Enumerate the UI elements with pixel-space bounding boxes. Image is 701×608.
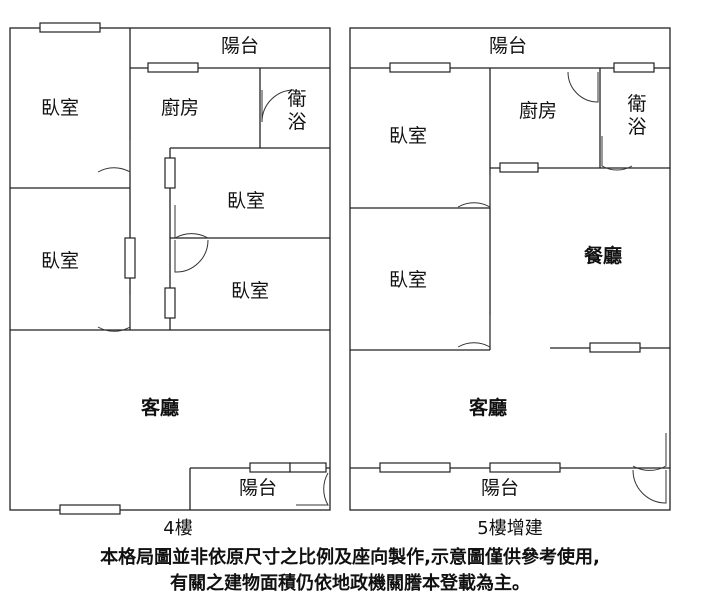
- plan-4f-windows: [39, 22, 327, 515]
- label-5f-bath-1: 衛: [627, 93, 646, 115]
- label-5f-balcony-bottom: 陽台: [481, 477, 519, 499]
- plan-4f: 陽台 臥室 廚房 衛 浴 臥室 臥室 臥室 客廳 陽台 4樓: [9, 22, 331, 539]
- plan-5f-labels: 陽台 臥室 廚房 衛 浴 餐廳 臥室 客廳 陽台: [389, 35, 647, 499]
- label-5f-living-room: 客廳: [469, 396, 507, 419]
- label-4f-kitchen: 廚房: [161, 96, 199, 119]
- caption-5f: 5樓增建: [477, 518, 542, 539]
- plan-5f: 陽台 臥室 廚房 衛 浴 餐廳 臥室 客廳 陽台 5樓增建: [349, 27, 671, 539]
- label-4f-bath-2: 浴: [287, 111, 306, 133]
- label-5f-dining-room: 餐廳: [584, 244, 622, 267]
- disclaimer-line-1: 本格局圖並非依原尺寸之比例及座向製作,示意圖僅供參考使用,: [100, 546, 600, 568]
- label-4f-balcony-bottom: 陽台: [239, 477, 277, 499]
- label-5f-bath-2: 浴: [627, 116, 646, 138]
- label-5f-bedroom-upper: 臥室: [389, 125, 427, 147]
- label-4f-living-room: 客廳: [141, 396, 179, 419]
- label-4f-bedroom-center-lower: 臥室: [231, 280, 269, 302]
- label-4f-bedroom-top-left: 臥室: [41, 97, 79, 119]
- plan-5f-doors: [457, 71, 667, 504]
- plan-4f-labels: 陽台 臥室 廚房 衛 浴 臥室 臥室 臥室 客廳 陽台: [41, 35, 307, 499]
- label-5f-bedroom-lower: 臥室: [389, 269, 427, 291]
- label-5f-balcony-top: 陽台: [489, 35, 527, 57]
- label-4f-bath-1: 衛: [287, 88, 306, 110]
- label-4f-bedroom-left-lower: 臥室: [41, 250, 79, 272]
- label-4f-balcony-top: 陽台: [221, 35, 259, 57]
- caption-4f: 4樓: [163, 518, 192, 539]
- label-4f-bedroom-center-upper: 臥室: [227, 190, 265, 212]
- plan-5f-windows: [379, 62, 655, 473]
- disclaimer-line-2: 有關之建物面積仍依地政機關謄本登載為主。: [170, 572, 530, 594]
- plan-4f-doors: [97, 89, 329, 506]
- label-5f-kitchen: 廚房: [519, 99, 557, 122]
